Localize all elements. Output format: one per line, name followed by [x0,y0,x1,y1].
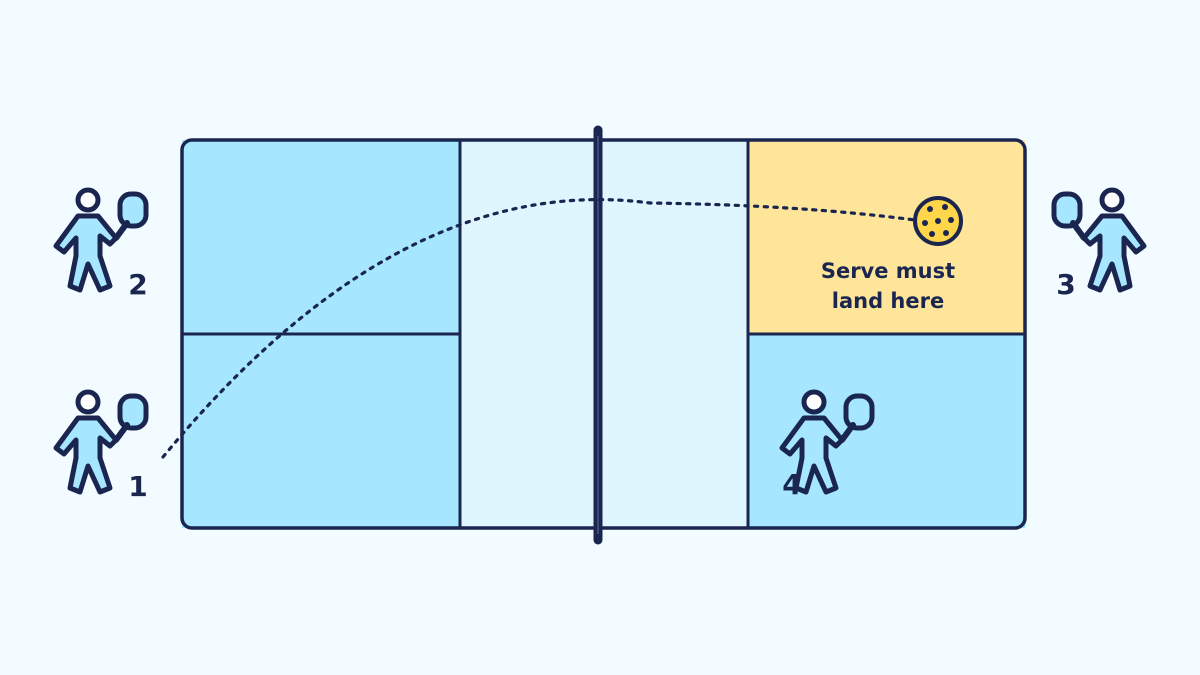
target-service-box [748,140,1025,334]
left-bottom-service-box [182,334,460,528]
court-boundary [180,138,1027,530]
left-top-service-box [182,140,460,334]
player-number-3: 3 [1056,268,1075,301]
player-number-2: 2 [128,268,147,301]
pickleball-icon [913,196,963,246]
player-number-4: 4 [782,468,801,501]
right-kitchen [598,140,748,528]
serve-trajectory [161,198,917,459]
target-label-line-1: Serve must [821,259,955,283]
left-kitchen [460,140,598,528]
court [180,125,1027,545]
target-label-line-2: land here [832,289,944,313]
player-number-1: 1 [128,470,147,503]
